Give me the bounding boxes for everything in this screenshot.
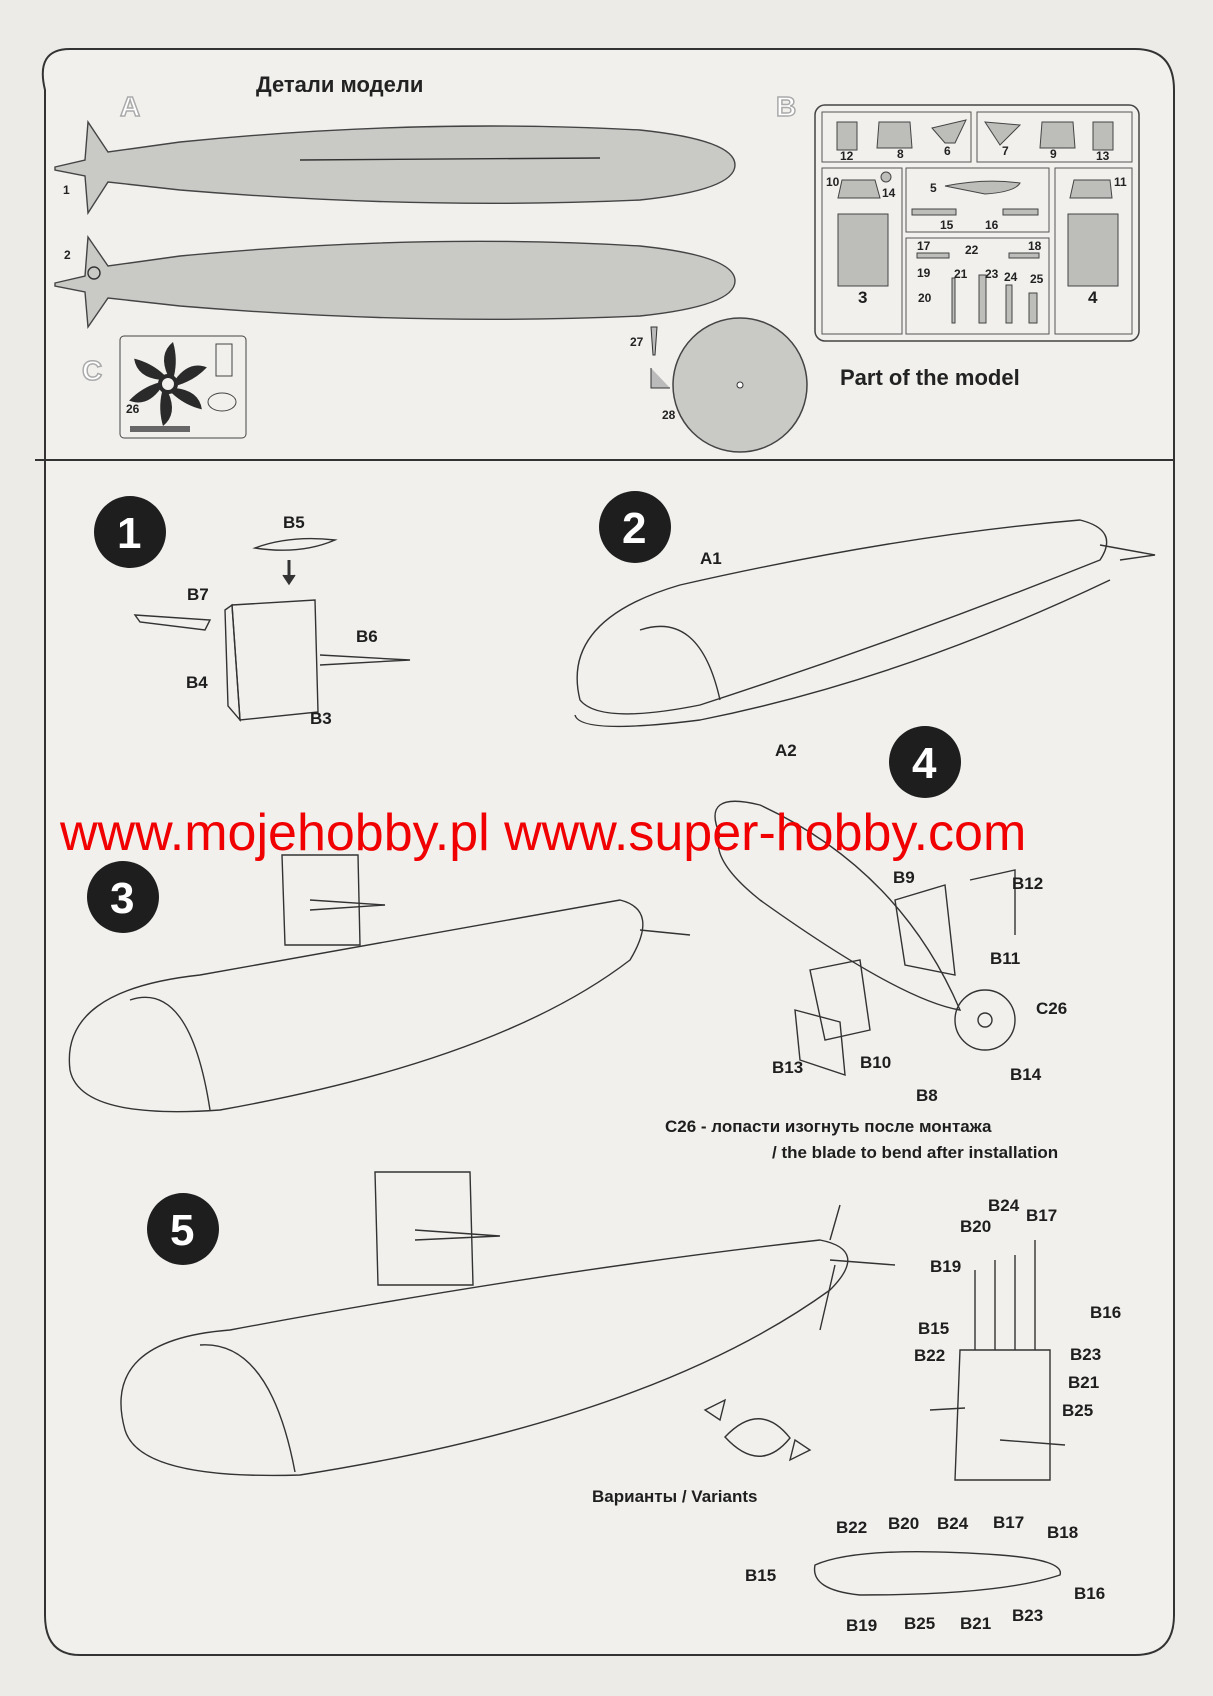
- step-5-drawing: [120, 1171, 1066, 1596]
- plan-label-b18: B18: [1047, 1523, 1078, 1542]
- step4-label-b13: B13: [772, 1058, 803, 1077]
- step5-label-b23: B23: [1070, 1345, 1101, 1364]
- disc-center-hole: [736, 381, 744, 389]
- svg-text:2: 2: [622, 504, 646, 553]
- step-5-marker: 5: [147, 1193, 219, 1265]
- plan-label-b19: B19: [846, 1616, 877, 1635]
- hull-part-2-number: 2: [64, 248, 71, 262]
- section-a-label: A: [120, 91, 140, 122]
- plan-label-b24: B24: [937, 1514, 969, 1533]
- sprue-num-3: 3: [858, 288, 867, 307]
- step5-label-b20: B20: [960, 1217, 991, 1236]
- step5-label-b15: B15: [918, 1319, 949, 1338]
- step5-label-b22: B22: [914, 1346, 945, 1365]
- plan-label-b16: B16: [1074, 1584, 1105, 1603]
- step5-label-b25: B25: [1062, 1401, 1093, 1420]
- hull-part-2: [54, 234, 736, 330]
- sprue-num-21: 21: [954, 267, 968, 281]
- step-1-drawing: [133, 537, 411, 723]
- sprue-num-12: 12: [840, 149, 854, 163]
- sprue-num-9: 9: [1050, 147, 1057, 161]
- step1-label-b6: B6: [356, 627, 378, 646]
- step4-label-b8: B8: [916, 1086, 938, 1105]
- svg-text:5: 5: [170, 1206, 194, 1255]
- step5-label-b24: B24: [988, 1196, 1020, 1215]
- step1-label-b3: B3: [310, 709, 332, 728]
- sprue-num-15: 15: [940, 218, 954, 232]
- step4-label-b14: B14: [1010, 1065, 1042, 1084]
- step4-label-c26: C26: [1036, 999, 1067, 1018]
- plan-label-b23: B23: [1012, 1606, 1043, 1625]
- step1-label-b7: B7: [187, 585, 209, 604]
- parts-title: Детали модели: [256, 72, 423, 97]
- svg-text:3: 3: [110, 874, 134, 923]
- part-of-model-caption: Part of the model: [840, 365, 1020, 390]
- step-4-drawing: [714, 800, 1016, 1077]
- step4-label-b11: B11: [990, 949, 1020, 968]
- sprue-num-13: 13: [1096, 149, 1110, 163]
- sprue-num-17: 17: [917, 239, 931, 253]
- step-3-drawing: [68, 854, 691, 1113]
- step1-label-b5: B5: [283, 513, 305, 532]
- plan-label-b17: B17: [993, 1513, 1024, 1532]
- sprue-num-24: 24: [1004, 270, 1018, 284]
- sprue-num-19: 19: [917, 266, 931, 280]
- hull-part-1-number: 1: [63, 183, 70, 197]
- watermark: www.mojehobby.pl www.super-hobby.com: [59, 804, 1026, 862]
- step4-note-en: / the blade to bend after installation: [772, 1143, 1058, 1162]
- sprue-num-16: 16: [985, 218, 999, 232]
- step-3-marker: 3: [87, 861, 159, 933]
- svg-text:1: 1: [117, 509, 141, 558]
- sprue-num-25: 25: [1030, 272, 1044, 286]
- part-27-number: 27: [630, 335, 644, 349]
- step1-label-b4: B4: [186, 673, 208, 692]
- section-c-label: C: [82, 355, 102, 386]
- step4-label-b9: B9: [893, 868, 915, 887]
- step-2-marker: 2: [599, 491, 671, 563]
- plan-label-b22: B22: [836, 1518, 867, 1537]
- sprue-num-23: 23: [985, 267, 999, 281]
- sprue-num-8: 8: [897, 147, 904, 161]
- step5-label-b17: B17: [1026, 1206, 1057, 1225]
- step5-label-b16: B16: [1090, 1303, 1121, 1322]
- part-28-number: 28: [662, 408, 676, 422]
- sprue-num-10: 10: [826, 175, 840, 189]
- plan-label-b25: B25: [904, 1614, 935, 1633]
- step5-label-b21: B21: [1068, 1373, 1099, 1392]
- step4-note-ru: C26 - лопасти изогнуть после монтажа: [665, 1117, 992, 1136]
- variants-caption: Варианты / Variants: [592, 1487, 757, 1506]
- plan-label-b20: B20: [888, 1514, 919, 1533]
- sprue-num-22: 22: [965, 243, 979, 257]
- sprue-num-14: 14: [882, 186, 896, 200]
- step2-label-a1: A1: [700, 549, 722, 568]
- sheet-frame: [41, 48, 1175, 1656]
- hull-part-1: [54, 119, 736, 216]
- step4-label-b10: B10: [860, 1053, 891, 1072]
- step5-label-b19: B19: [930, 1257, 961, 1276]
- plan-label-b15: B15: [745, 1566, 776, 1585]
- fret-part-26-number: 26: [126, 402, 140, 416]
- sprue-num-20: 20: [918, 291, 932, 305]
- step4-label-b12: B12: [1012, 874, 1043, 893]
- sprue-num-7: 7: [1002, 144, 1009, 158]
- sprue-num-4: 4: [1088, 288, 1098, 307]
- step2-label-a2: A2: [775, 741, 797, 760]
- step-4-marker: 4: [889, 726, 961, 798]
- sprue-num-11: 11: [1114, 175, 1127, 189]
- plan-label-b21: B21: [960, 1614, 991, 1633]
- photo-etch-fret-c: [119, 335, 247, 439]
- sprue-num-18: 18: [1028, 239, 1042, 253]
- svg-text:4: 4: [912, 739, 937, 788]
- step-1-marker: 1: [94, 496, 166, 568]
- stand-part-27: [650, 326, 670, 389]
- sprue-b: [814, 104, 1140, 342]
- section-b-label: B: [776, 91, 796, 122]
- sprue-num-6: 6: [944, 144, 951, 158]
- step-2-drawing: [574, 519, 1156, 728]
- sprue-num-5: 5: [930, 181, 937, 195]
